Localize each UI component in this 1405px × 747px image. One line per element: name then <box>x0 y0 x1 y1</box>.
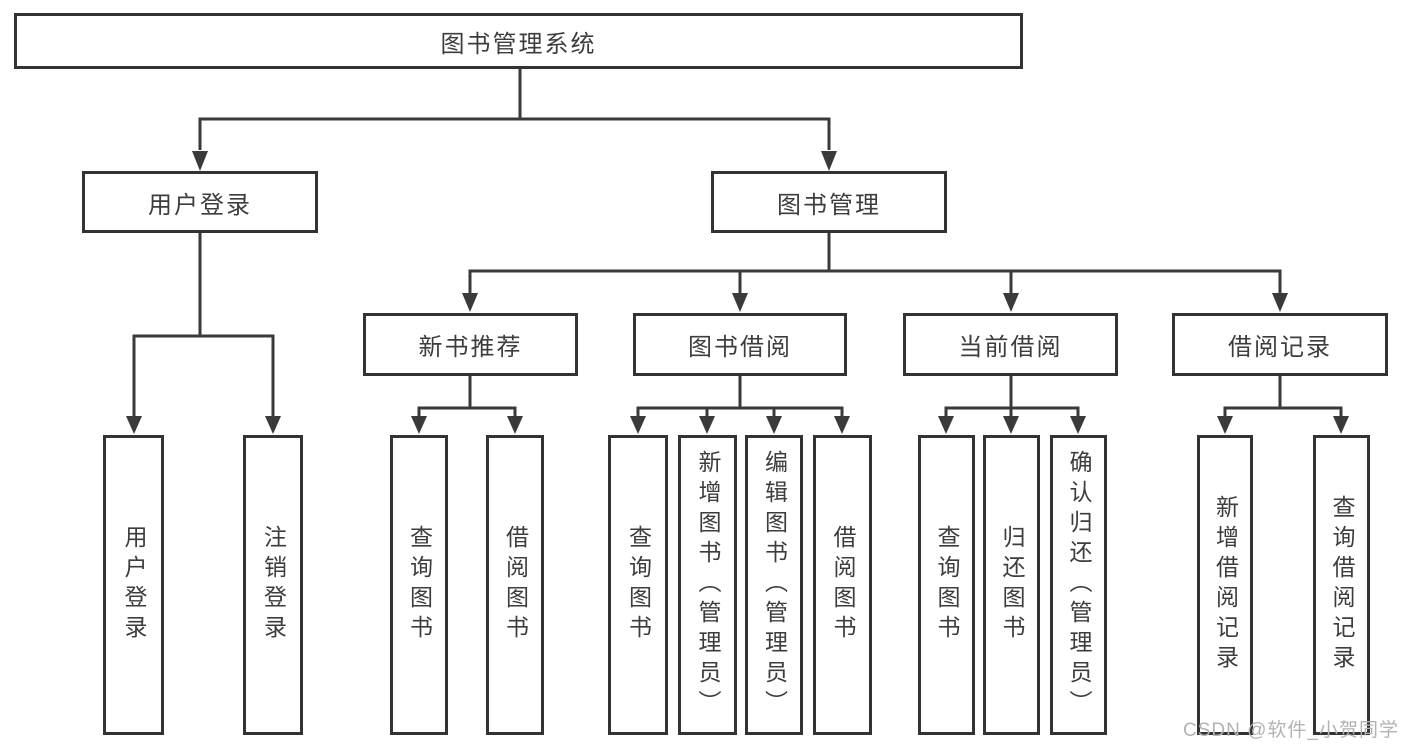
node-book-borrowing: 图书借阅 <box>633 313 847 376</box>
leaf-borrow-books-recommend: 借阅图书 <box>486 435 544 735</box>
node-label: 借阅图书 <box>830 525 856 645</box>
connector-new-book-rec-to-leaves <box>411 376 523 434</box>
leaf-return-books: 归还图书 <box>983 435 1040 735</box>
connector-borrow-records-to-leaves <box>1217 376 1349 434</box>
leaf-add-borrow-record: 新增借阅记录 <box>1197 435 1253 735</box>
leaf-user-login: 用户登录 <box>103 435 164 735</box>
connector-book-borrow-to-leaves <box>630 376 850 434</box>
node-label: 注销登录 <box>260 525 287 645</box>
connector-book-management-to-level3 <box>462 233 1288 312</box>
node-label: 图书借阅 <box>688 334 792 361</box>
node-label: 借阅图书 <box>502 525 529 645</box>
node-label: 图书管理系统 <box>440 30 597 58</box>
leaf-query-books-recommend: 查询图书 <box>390 435 448 735</box>
connector-root-to-level2 <box>192 68 837 171</box>
node-label: 当前借阅 <box>958 334 1063 361</box>
node-label: 新书推荐 <box>418 334 523 361</box>
node-user-login: 用户登录 <box>82 171 318 233</box>
node-label: 图书管理 <box>777 191 881 219</box>
leaf-confirm-return-admin: 确认归还（管理员） <box>1050 435 1107 735</box>
node-label: 查询图书 <box>625 525 652 645</box>
node-label: 借阅记录 <box>1228 334 1332 361</box>
node-current-borrowing: 当前借阅 <box>903 313 1118 376</box>
csdn-watermark: CSDN @软件_小贺同学 <box>1183 720 1399 741</box>
node-new-book-recommendation: 新书推荐 <box>363 313 578 376</box>
node-label: 查询图书 <box>934 525 960 645</box>
node-library-management-system: 图书管理系统 <box>14 13 1023 69</box>
node-label: 新增图书（管理员） <box>695 450 721 720</box>
leaf-query-borrow-record: 查询借阅记录 <box>1313 435 1370 735</box>
leaf-logout: 注销登录 <box>243 435 303 735</box>
node-borrowing-records: 借阅记录 <box>1172 313 1388 376</box>
leaf-add-book-admin: 新增图书（管理员） <box>678 435 737 735</box>
connector-current-borrow-to-leaves <box>938 376 1086 434</box>
leaf-query-books-borrowing: 查询图书 <box>608 435 668 735</box>
node-label: 查询图书 <box>406 525 433 645</box>
node-label: 用户登录 <box>121 525 147 645</box>
node-label: 用户登录 <box>148 191 252 219</box>
node-label: 归还图书 <box>999 525 1025 645</box>
node-book-management: 图书管理 <box>711 171 947 233</box>
leaf-edit-book-admin: 编辑图书（管理员） <box>745 435 803 735</box>
connector-user-login-to-leaves <box>126 233 281 434</box>
leaf-borrow-books-borrowing: 借阅图书 <box>813 435 872 735</box>
node-label: 确认归还（管理员） <box>1066 450 1092 720</box>
node-label: 查询借阅记录 <box>1329 495 1355 675</box>
node-label: 编辑图书（管理员） <box>761 450 788 720</box>
node-label: 新增借阅记录 <box>1212 495 1239 675</box>
leaf-query-books-current: 查询图书 <box>918 435 975 735</box>
